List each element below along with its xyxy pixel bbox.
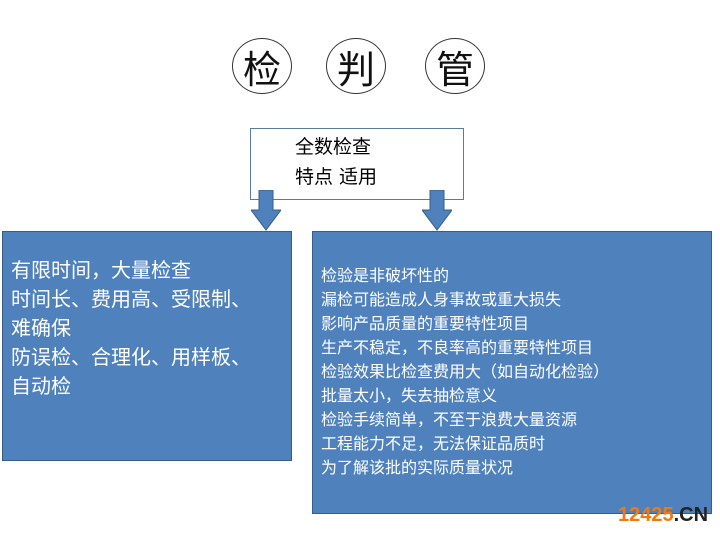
- watermark-suffix: .CN: [673, 504, 709, 526]
- down-arrow-left-icon: [251, 190, 281, 231]
- top-box-title: 全数检查: [295, 136, 372, 158]
- applicable-line: 检验手续简单，不至于浪费大量资源: [321, 410, 578, 429]
- characteristic-line: 防误检、合理化、用样板、: [11, 345, 251, 369]
- circle-guan: 管: [425, 38, 485, 94]
- applicable-cases-box: 检验是非破坏性的 漏检可能造成人身事故或重大损失 影响产品质量的重要特性项目 生…: [312, 231, 712, 514]
- applicable-line: 漏检可能造成人身事故或重大损失: [321, 290, 562, 309]
- characteristic-line: 难确保: [11, 316, 71, 340]
- down-arrow-right-icon: [422, 190, 452, 231]
- applicable-line: 影响产品质量的重要特性项目: [321, 314, 530, 333]
- applicable-line: 检验是非破坏性的: [321, 266, 450, 285]
- applicable-line: 工程能力不足，无法保证品质时: [321, 434, 546, 453]
- characteristics-box: 有限时间，大量检查 时间长、费用高、受限制、 难确保 防误检、合理化、用样板、 …: [2, 231, 292, 461]
- top-box-subtitle: 特点 适用: [295, 166, 378, 188]
- applicable-line: 为了解该批的实际质量状况: [321, 458, 514, 477]
- characteristic-line: 有限时间，大量检查: [11, 258, 191, 282]
- characteristic-line: 自动检: [11, 374, 71, 398]
- watermark: 12425.CN: [618, 504, 708, 527]
- characteristic-line: 时间长、费用高、受限制、: [11, 287, 251, 311]
- applicable-line: 批量太小，失去抽检意义: [321, 386, 498, 405]
- circle-pan: 判: [326, 38, 386, 94]
- applicable-line: 检验效果比检查费用大（如自动化检验）: [321, 362, 610, 381]
- circle-jian: 检: [232, 38, 292, 94]
- full-inspection-box: 全数检查 特点 适用: [250, 128, 464, 200]
- watermark-number: 12425: [618, 504, 674, 526]
- applicable-line: 生产不稳定，不良率高的重要特性项目: [321, 338, 594, 357]
